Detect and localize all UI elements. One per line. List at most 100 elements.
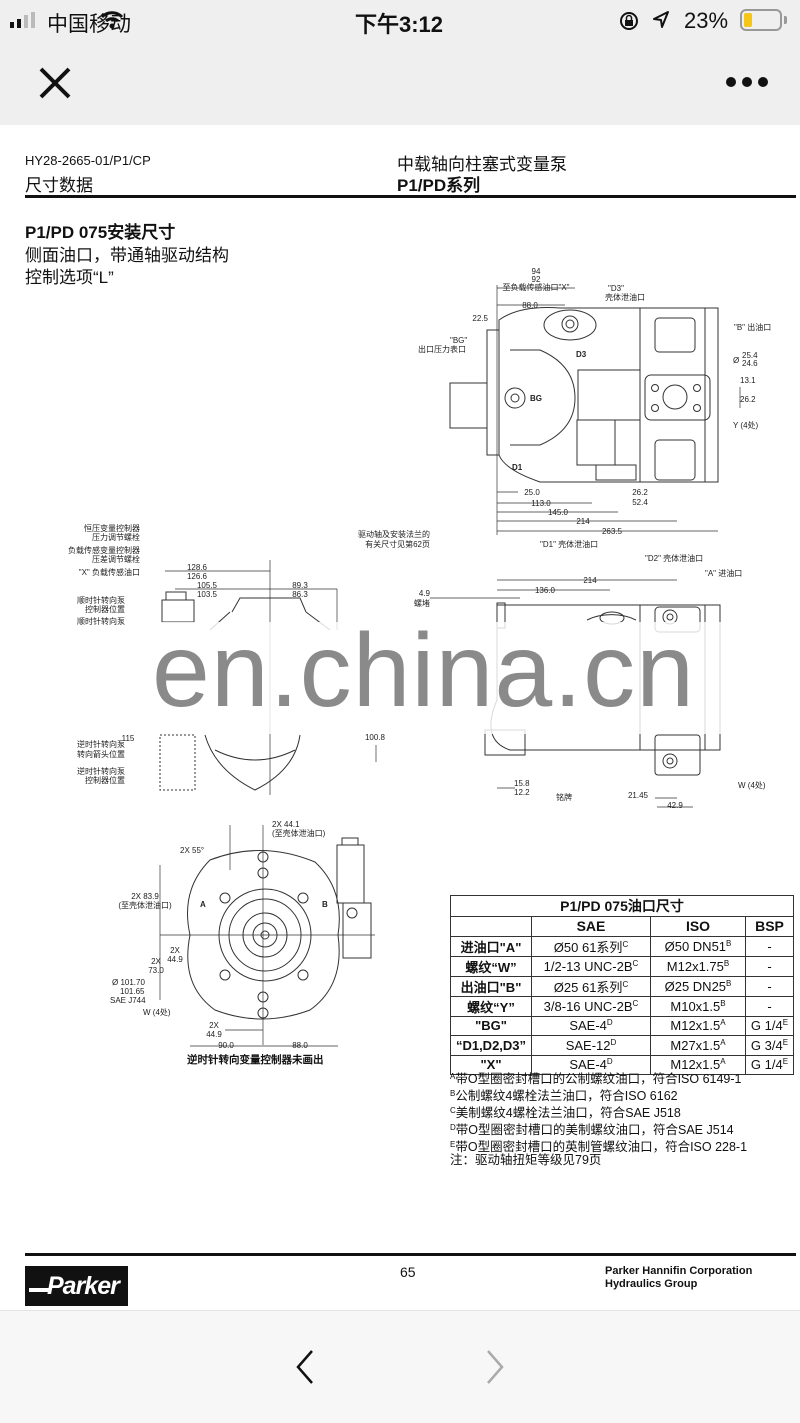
footnote: C美制螺纹4螺栓法兰油口，符合SAE J518 bbox=[450, 1106, 681, 1120]
sae-cell: 3/8-16 UNC-2BC bbox=[531, 995, 651, 1017]
callout-label: "B" 出油口 bbox=[734, 323, 772, 332]
dim-label: 126.6 bbox=[186, 572, 208, 581]
dim-label: Ø 101.70 bbox=[112, 978, 145, 987]
end-view-drawing bbox=[159, 825, 375, 1047]
dim-label: 94 bbox=[531, 267, 541, 276]
port-name-cell: "X" bbox=[450, 1054, 532, 1075]
callout-label: W (4处) bbox=[143, 1008, 171, 1017]
bsp-cell: G 1/4E bbox=[745, 1054, 794, 1075]
sae-cell: Ø25 61系列C bbox=[531, 975, 651, 997]
iso-cell: Ø50 DN51B bbox=[650, 935, 746, 957]
callout-label: 控制器位置 bbox=[85, 605, 125, 614]
dim-label: 92 bbox=[531, 275, 541, 284]
status-bar: 中国移动 下午3:12 23% bbox=[0, 0, 800, 42]
callout-label: 控制器位置 bbox=[85, 776, 125, 785]
chevron-left-icon[interactable] bbox=[290, 1347, 320, 1387]
dim-label: 2X bbox=[209, 1021, 219, 1030]
footer-rule bbox=[25, 1253, 796, 1256]
company-name: Parker Hannifin Corporation bbox=[605, 1265, 753, 1277]
battery-icon bbox=[740, 9, 782, 31]
dim-label: 2X 55° bbox=[180, 846, 205, 855]
nav-bar bbox=[0, 42, 800, 125]
clock: 下午3:12 bbox=[355, 12, 444, 37]
iso-cell: M12x1.75B bbox=[650, 955, 746, 977]
header-rule bbox=[25, 195, 796, 198]
callout-label: "D2" 壳体泄油口 bbox=[645, 554, 704, 563]
port-marking: B bbox=[322, 900, 328, 909]
dim-label: 86.3 bbox=[292, 590, 308, 599]
port-name-cell: 螺纹“W” bbox=[450, 955, 532, 977]
iso-cell: M27x1.5A bbox=[650, 1035, 746, 1056]
dim-label: SAE J744 bbox=[110, 996, 146, 1005]
callout-label: 壳体泄油口 bbox=[605, 293, 645, 302]
iso-cell: M12x1.5A bbox=[650, 1054, 746, 1075]
iso-cell: M12x1.5A bbox=[650, 1015, 746, 1036]
series-name: P1/PD系列 bbox=[397, 176, 481, 195]
dim-label: 15.8 bbox=[514, 779, 530, 788]
dim-label: (至壳体泄油口) bbox=[118, 901, 172, 910]
front-view-drawing bbox=[159, 560, 377, 795]
callout-label: "BG" bbox=[450, 336, 468, 345]
callout-label: Y (4处) bbox=[733, 421, 759, 430]
port-size-table: P1/PD 075油口尺寸 SAE ISO BSP 进油口"A"Ø50 61系列… bbox=[450, 895, 794, 1075]
table-title: P1/PD 075油口尺寸 bbox=[450, 895, 794, 917]
dim-label: 214 bbox=[583, 576, 597, 585]
column-header: SAE bbox=[531, 916, 651, 937]
dim-label: 13.1 bbox=[740, 376, 756, 385]
bsp-cell: G 1/4E bbox=[745, 1015, 794, 1036]
callout-label: 逆时针转向泵 bbox=[77, 740, 125, 749]
page-number: 65 bbox=[400, 1264, 416, 1280]
dim-label: 2X 83.9 bbox=[131, 892, 159, 901]
dim-label: 136.0 bbox=[534, 586, 556, 595]
dim-label: 26.2 bbox=[740, 395, 756, 404]
dim-label: 89.3 bbox=[292, 581, 308, 590]
callout-label: "X" 负载传感油口 bbox=[78, 568, 140, 577]
subtitle-1: 侧面油口，带通轴驱动结构 bbox=[25, 246, 229, 265]
dim-label: 214 bbox=[576, 517, 590, 526]
dim-label: 44.9 bbox=[167, 955, 183, 964]
port-marking: BG bbox=[530, 394, 542, 403]
dim-label: 105.5 bbox=[196, 581, 218, 590]
callout-label: 铭牌 bbox=[556, 793, 572, 802]
dim-label: 128.6 bbox=[186, 563, 208, 572]
callout-label: 顺时针转向泵 bbox=[77, 596, 125, 605]
sae-cell: SAE-4D bbox=[531, 1015, 651, 1036]
doc-code: HY28-2665-01/P1/CP bbox=[25, 153, 151, 168]
bsp-cell: G 3/4E bbox=[745, 1035, 794, 1056]
column-header bbox=[450, 916, 532, 937]
iso-cell: M10x1.5B bbox=[650, 995, 746, 1017]
bsp-cell: - bbox=[745, 975, 794, 997]
footnote: B公制螺纹4螺栓法兰油口，符合ISO 6162 bbox=[450, 1089, 678, 1103]
callout-label: W (4处) bbox=[738, 781, 766, 790]
chevron-right-icon[interactable] bbox=[480, 1347, 510, 1387]
rotation-lock-icon bbox=[620, 12, 638, 30]
callout-label: 有关尺寸见第62页 bbox=[365, 540, 430, 549]
more-icon[interactable] bbox=[725, 75, 769, 89]
sae-cell: SAE-12D bbox=[531, 1035, 651, 1056]
column-header: BSP bbox=[745, 916, 794, 937]
torque-note: 注：驱动轴扭矩等级见79页 bbox=[450, 1153, 602, 1167]
close-icon[interactable] bbox=[38, 66, 72, 100]
watermark-band bbox=[140, 622, 730, 734]
sae-cell: SAE-4D bbox=[531, 1054, 651, 1075]
port-name-cell: “D1,D2,D3” bbox=[450, 1035, 532, 1056]
dim-label: 145.0 bbox=[547, 508, 569, 517]
dim-label: 73.0 bbox=[148, 966, 164, 975]
table-header: SAE ISO BSP bbox=[450, 916, 794, 937]
callout-label: 螺堵 bbox=[414, 599, 430, 608]
footnote: D带O型圈密封槽口的美制螺纹油口，符合SAE J514 bbox=[450, 1123, 734, 1137]
dim-label: 115 bbox=[121, 734, 135, 743]
callout-label: 压力调节螺栓 bbox=[92, 533, 140, 542]
callout-label: 顺时针转向泵 bbox=[77, 617, 125, 626]
wifi-icon bbox=[100, 11, 124, 29]
bsp-cell: - bbox=[745, 955, 794, 977]
dim-label: 101.65 bbox=[120, 987, 145, 996]
dim-label: 44.9 bbox=[206, 1030, 222, 1039]
port-name-cell: 进油口"A" bbox=[450, 935, 532, 957]
section-title: 尺寸数据 bbox=[25, 176, 93, 195]
port-marking: D1 bbox=[512, 463, 523, 472]
callout-label: 恒压变量控制器 bbox=[84, 524, 140, 533]
dim-label: 2X bbox=[151, 957, 161, 966]
